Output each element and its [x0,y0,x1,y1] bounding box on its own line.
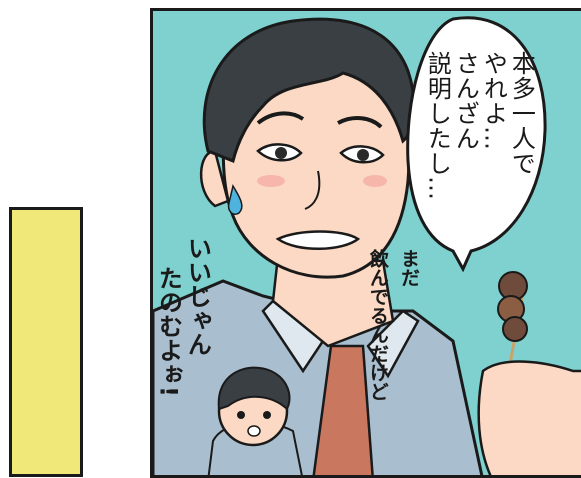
left-pupil [275,147,287,159]
handwritten-nonderu: 飲んでるんだけど [366,249,389,401]
panel-artwork [153,11,581,475]
handwritten-tanomu: たのむよぉ! [154,266,183,397]
nose [304,170,321,210]
right-eyebrow [337,116,383,129]
hand [477,360,581,475]
handwritten-iijan: いいじゃん [183,236,212,356]
mouth [275,230,361,250]
blush-left [257,175,285,187]
boy-hair [217,366,291,411]
side-panel [9,207,83,477]
speech-line-4: 説明したし… [423,51,452,201]
boy-mouth [247,425,261,437]
boy-left-eye [237,411,245,419]
boy-right-eye [263,411,271,419]
speech-line-3: さんざん [451,51,480,151]
speech-line-1: 本多一人で [507,51,536,176]
main-panel: 本多一人で やれよ… さんざん 説明したし… まだ 飲んでるんだけど いいじゃん… [150,8,581,478]
handwritten-mada: まだ [397,249,420,287]
ear [199,149,230,208]
speech-line-2: やれよ… [479,51,508,151]
right-pupil [357,149,369,161]
manga-page: 本多一人で やれよ… さんざん 説明したし… まだ 飲んでるんだけど いいじゃん… [9,8,581,478]
skewer-meat-3 [502,316,528,342]
left-eyebrow [256,111,305,125]
shirt-collar-right [366,309,420,379]
speech-bubble [406,16,547,273]
blush-right [363,175,387,187]
necktie [312,344,374,475]
sweat-drop [227,184,243,215]
